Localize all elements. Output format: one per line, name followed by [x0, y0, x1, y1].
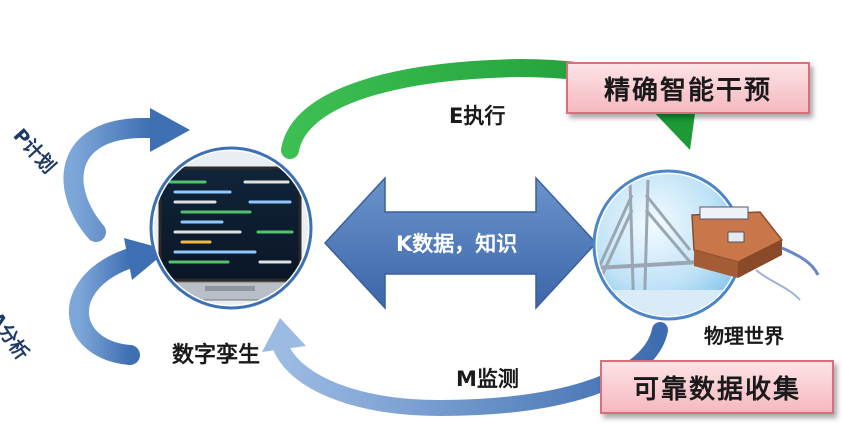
digital-twin-node [149, 146, 313, 310]
plan-loop-arrow [63, 108, 190, 242]
laptop-icon [154, 166, 308, 301]
physical-world-label: 物理世界 [704, 324, 784, 348]
collection-callout: 可靠数据收集 [600, 360, 834, 414]
sensor-device-icon [691, 206, 820, 301]
bridge-icon [597, 179, 701, 316]
physical-world-node [592, 169, 820, 321]
intervention-callout: 精确智能干预 [566, 62, 810, 114]
execute-label: E执行 [449, 104, 506, 128]
knowledge-label: K数据，知识 [396, 232, 518, 256]
digital-twin-label: 数字孪生 [172, 343, 261, 368]
monitor-label: M监测 [456, 367, 519, 391]
